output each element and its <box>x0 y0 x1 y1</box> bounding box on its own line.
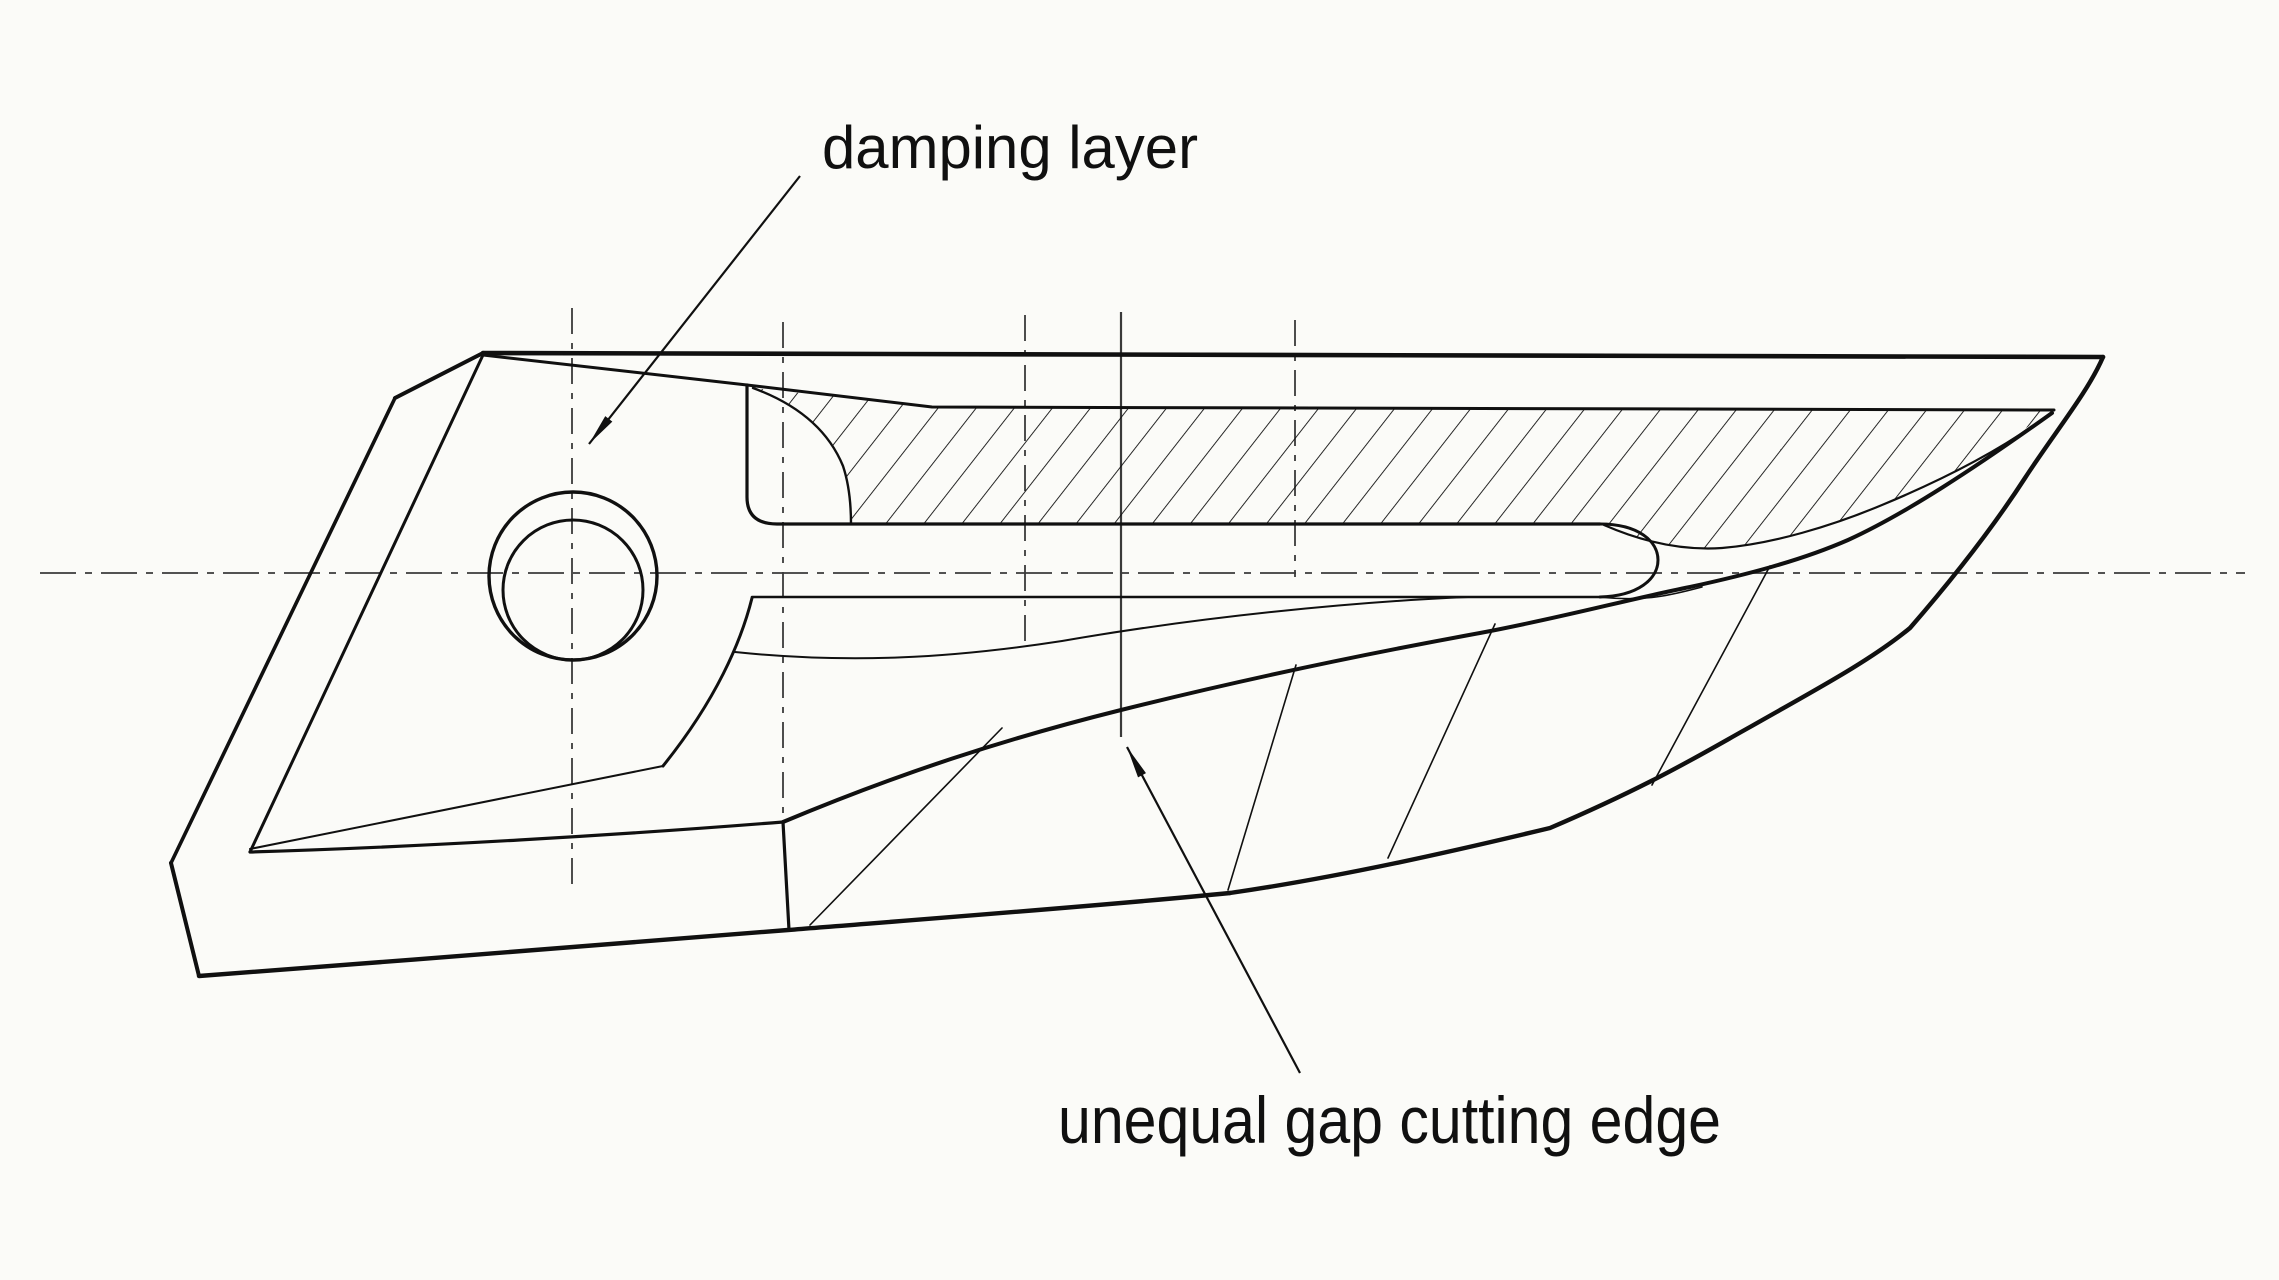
front-top-edge <box>481 353 2056 412</box>
cutting-edge-curve <box>781 411 2054 824</box>
flank-tick-3 <box>1387 623 1496 859</box>
flank-tick-2 <box>1227 664 1297 891</box>
section-hatch-area <box>753 388 2050 549</box>
damping-layer-leader <box>588 175 801 445</box>
damping-layer-label: damping layer <box>822 114 1198 181</box>
mounting-hole <box>487 490 659 662</box>
hole-outer-circle <box>487 490 659 662</box>
hole-inner-circle <box>501 518 645 662</box>
outer-left-edge <box>169 396 397 865</box>
section-hatch <box>753 388 2050 549</box>
front-right-curve <box>661 596 754 768</box>
front-bottom-line <box>249 765 664 850</box>
top-left-bevel <box>393 351 485 400</box>
cutting-edge-leader <box>1126 746 1301 1074</box>
construction-lines <box>40 308 2245 893</box>
inner-left-edge <box>248 353 485 854</box>
chamfer-top-line <box>248 820 785 854</box>
cap-tail-line <box>1599 586 1703 600</box>
leader-arrows <box>588 175 1301 1074</box>
part-outline <box>169 350 2106 979</box>
top-back-edge <box>480 350 2106 360</box>
hatch-lower-bound <box>1602 410 2054 550</box>
pocket-inner-curve <box>751 386 853 526</box>
chamfer-right-edge <box>781 820 791 932</box>
cutting-edge-label: unequal gap cutting edge <box>1058 1083 1721 1157</box>
bottom-edge <box>196 890 1233 979</box>
relief-line <box>734 596 1469 660</box>
flank-tick-1 <box>809 727 1003 926</box>
bottom-sweep-edge <box>1227 354 2106 896</box>
pocket-step <box>745 383 1602 526</box>
layer-cap <box>1598 522 1660 599</box>
left-bottom-edge <box>169 861 201 978</box>
flank-tick-4 <box>1651 565 1771 786</box>
